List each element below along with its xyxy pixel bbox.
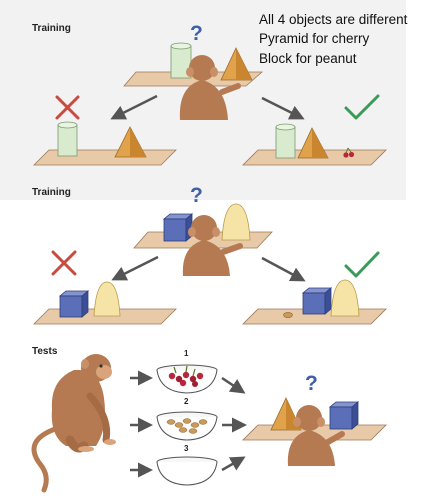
note-line-2: Pyramid for cherry	[259, 31, 370, 46]
check-icon	[344, 251, 380, 278]
cherries	[168, 365, 204, 387]
arrow-icon	[111, 255, 159, 281]
training-1-right-outcome	[242, 123, 387, 166]
question-icon: ?	[305, 372, 318, 395]
training-2-center-scene	[133, 203, 273, 276]
question-icon: ?	[190, 22, 203, 45]
monkey-icon	[179, 55, 241, 120]
training-2-left-outcome	[33, 281, 177, 325]
check-icon	[344, 94, 380, 120]
arrow-icon	[221, 376, 246, 394]
bowl-icon	[156, 364, 218, 394]
arrow-icon	[110, 94, 158, 120]
monkey-icon	[287, 405, 345, 466]
section-label-training-2: Training	[32, 187, 71, 198]
cross-icon	[55, 95, 80, 120]
cone-object	[221, 203, 251, 241]
peanut-reward	[283, 312, 293, 318]
training-1-center-scene	[123, 42, 264, 120]
note-line-3: Block for peanut	[259, 51, 357, 66]
bowl-number-1: 1	[184, 349, 189, 358]
bowl-number-3: 3	[184, 444, 189, 453]
monkey-icon	[31, 354, 116, 493]
arrow-icon	[261, 256, 306, 282]
training-1-left-outcome	[33, 121, 177, 166]
arrow-icon	[221, 456, 246, 472]
question-icon: ?	[190, 184, 203, 207]
monkey-icon	[182, 215, 243, 276]
cherry-reward	[343, 147, 355, 158]
arrow-icon	[261, 96, 305, 120]
bowl-number-2: 2	[184, 397, 189, 406]
peanuts	[166, 418, 208, 434]
section-label-tests: Tests	[32, 346, 58, 357]
bowl-icon	[156, 411, 218, 441]
cross-icon	[51, 250, 77, 276]
bowl-icon	[156, 456, 218, 486]
test-scene	[242, 397, 387, 466]
note-line-1: All 4 objects are different	[259, 12, 408, 27]
section-label-training-1: Training	[32, 23, 71, 34]
training-2-right-outcome	[242, 279, 387, 325]
